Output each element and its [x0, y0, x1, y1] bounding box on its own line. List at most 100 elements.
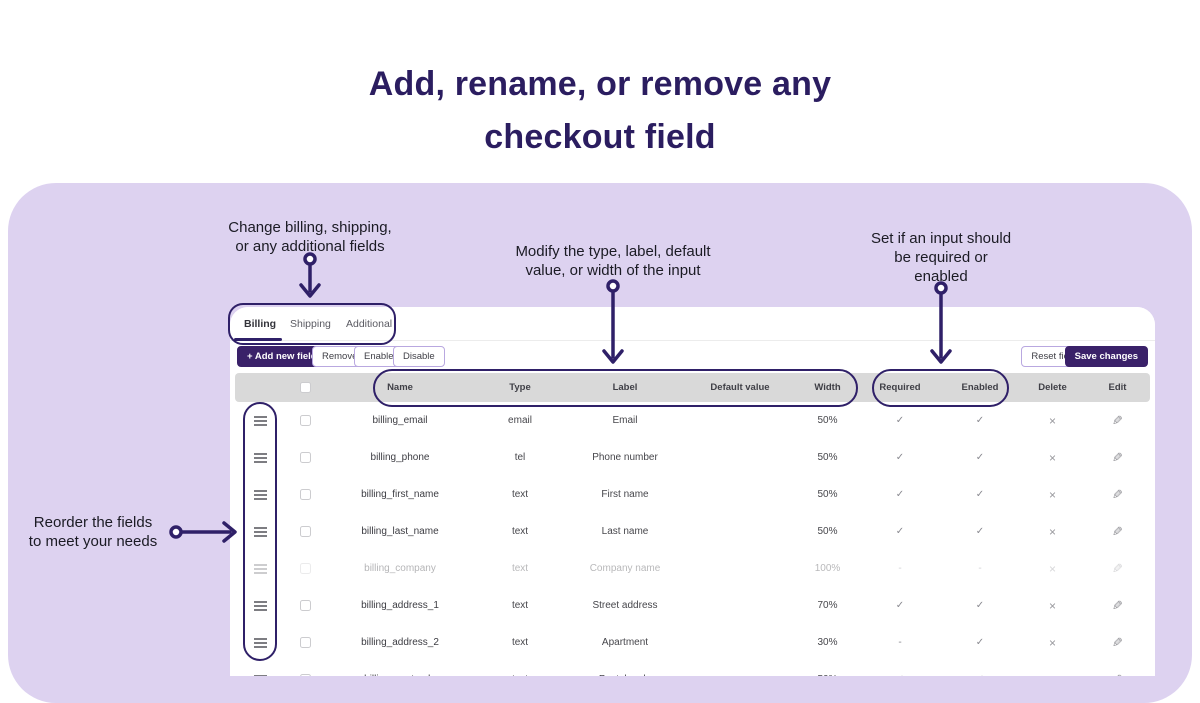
drag-handle-icon[interactable]: [253, 489, 267, 500]
header-required: Required: [879, 382, 921, 393]
cell-width: 50%: [795, 674, 860, 676]
edit-pencil-icon[interactable]: ✎: [1112, 486, 1123, 502]
cell-label: Apartment: [601, 637, 649, 648]
header-edit: Edit: [1108, 382, 1127, 393]
edit-pencil-icon[interactable]: ✎: [1112, 412, 1123, 428]
cell-label: Last name: [601, 526, 649, 537]
cell-type: text: [511, 563, 529, 574]
drag-handle-icon[interactable]: [253, 452, 267, 463]
enabled-check-icon: ✓: [975, 637, 985, 648]
delete-icon[interactable]: ×: [1048, 561, 1056, 576]
tab-billing[interactable]: Billing: [244, 318, 277, 330]
delete-icon[interactable]: ×: [1048, 450, 1056, 465]
cell-name: billing_postcode: [325, 674, 475, 676]
enable-button[interactable]: Enable: [354, 346, 404, 367]
cell-width: 50%: [817, 489, 838, 500]
edit-pencil-icon[interactable]: ✎: [1112, 597, 1123, 613]
enabled-check-icon: ✓: [975, 600, 985, 611]
cell-label: Company name: [589, 563, 661, 574]
enabled-check-icon: ✓: [975, 452, 985, 463]
row-checkbox[interactable]: [299, 489, 311, 500]
row-checkbox[interactable]: [299, 637, 311, 648]
required-check-icon: ✓: [896, 674, 904, 676]
cell-name: billing_last_name: [361, 526, 439, 537]
tab-bar: Billing Shipping Additional: [230, 307, 1155, 341]
edit-pencil-icon[interactable]: ✎: [1112, 672, 1123, 677]
header-delete: Delete: [1038, 382, 1067, 393]
enabled-check-icon: ✓: [975, 489, 985, 500]
disable-button[interactable]: Disable: [393, 346, 445, 367]
row-checkbox[interactable]: [299, 452, 311, 463]
edit-pencil-icon[interactable]: ✎: [1112, 634, 1123, 650]
cell-type: email: [508, 415, 532, 426]
required-check-icon: ✓: [895, 415, 905, 426]
header-label: Label: [612, 382, 638, 393]
cell-name: billing_company: [364, 563, 436, 574]
annotation-required-enabled: Set if an input should be required or en…: [870, 230, 1012, 285]
drag-handle-icon[interactable]: [253, 637, 267, 648]
cell-type: text: [511, 526, 529, 537]
annotation-change-fields: Change billing, shipping, or any additio…: [228, 219, 392, 255]
delete-icon[interactable]: ×: [1048, 487, 1056, 502]
active-tab-indicator: [234, 338, 282, 341]
enabled-check-icon: ✓: [975, 526, 985, 537]
drag-handle-icon[interactable]: [253, 526, 267, 537]
edit-pencil-icon[interactable]: ✎: [1112, 560, 1123, 576]
delete-icon[interactable]: ×: [1048, 635, 1056, 650]
drag-handle-icon[interactable]: [253, 674, 267, 676]
delete-icon[interactable]: ×: [1048, 524, 1056, 539]
annotation-reorder-fields: Reorder the fields to meet your needs: [28, 514, 158, 550]
cell-type: tel: [514, 452, 526, 463]
cell-type: text: [511, 489, 529, 500]
drag-handle-icon[interactable]: [253, 415, 267, 426]
cell-width: 50%: [817, 415, 838, 426]
edit-pencil-icon[interactable]: ✎: [1112, 449, 1123, 465]
table-row: billing_address_1 text Street address 70% ✓ ✓…: [235, 587, 1150, 624]
row-checkbox[interactable]: [299, 674, 311, 676]
cell-label: First name: [601, 489, 649, 500]
drag-handle-icon[interactable]: [253, 600, 267, 611]
tab-shipping[interactable]: Shipping: [290, 318, 331, 330]
required-check-icon: ✓: [895, 600, 905, 611]
table-row: billing_phone tel Phone number 50% ✓ ✓ × ✎: [235, 439, 1150, 476]
cell-name: billing_first_name: [361, 489, 439, 500]
cell-type: text: [475, 674, 565, 676]
select-all-checkbox[interactable]: [299, 382, 311, 393]
checkout-field-editor: Billing Shipping Additional + Add new fi…: [230, 307, 1155, 676]
row-checkbox[interactable]: [299, 563, 311, 574]
row-checkbox[interactable]: [299, 600, 311, 611]
enabled-check-icon: -: [978, 563, 982, 574]
drag-handle-icon[interactable]: [253, 563, 267, 574]
tab-additional[interactable]: Additional: [346, 318, 393, 330]
cell-name: billing_email: [372, 415, 428, 426]
toolbar: + Add new field Remove Enable Disable Re…: [230, 341, 1155, 373]
cell-name: billing_address_1: [361, 600, 439, 611]
cell-width: 50%: [817, 452, 838, 463]
cell-width: 70%: [817, 600, 838, 611]
delete-icon[interactable]: ×: [1048, 598, 1056, 613]
cell-width: 30%: [817, 637, 838, 648]
header-name: Name: [387, 382, 413, 393]
cell-name: billing_phone: [370, 452, 430, 463]
save-changes-button[interactable]: Save changes: [1064, 346, 1148, 367]
delete-icon[interactable]: ×: [1048, 413, 1056, 428]
row-checkbox[interactable]: [299, 526, 311, 537]
cell-type: text: [511, 600, 529, 611]
required-check-icon: -: [898, 637, 902, 648]
cell-width: 100%: [814, 563, 841, 574]
edit-pencil-icon[interactable]: ✎: [1112, 523, 1123, 539]
required-check-icon: ✓: [895, 452, 905, 463]
cell-label: Street address: [592, 600, 658, 611]
cell-label: Email: [612, 415, 638, 426]
cell-label: Phone number: [592, 452, 658, 463]
row-checkbox[interactable]: [299, 415, 311, 426]
delete-icon[interactable]: ×: [1049, 673, 1056, 677]
cell-width: 50%: [817, 526, 838, 537]
table-row: billing_postcodetextPostal code50%✓✓×✎: [235, 661, 1150, 676]
table-header: Name Type Label Default value Width Requ…: [235, 373, 1150, 402]
